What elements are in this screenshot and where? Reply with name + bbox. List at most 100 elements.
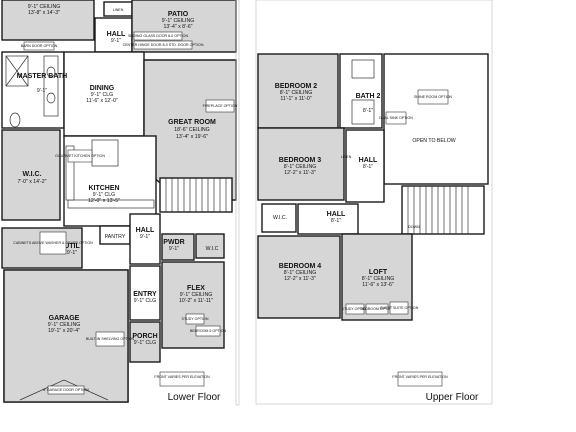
room-wic-upper bbox=[261, 203, 297, 233]
room-label-line1: 9'-1" CEILING bbox=[180, 292, 213, 298]
room-hall-upper-mid bbox=[345, 129, 385, 203]
room-name: W.I.C. bbox=[22, 171, 41, 178]
option-tag: SHINE ROOM OPTION bbox=[414, 95, 452, 99]
room-label-line2: 13'-4" x 19'-6" bbox=[176, 134, 208, 140]
option-tag: STUDY OPTION bbox=[342, 307, 369, 311]
option-tag: BEDROOM OPTION bbox=[360, 307, 394, 311]
room-hall-lower bbox=[129, 213, 161, 265]
room-name: ENTRY bbox=[133, 291, 157, 298]
room-label-line1: 9'-1" CEILING bbox=[162, 18, 195, 24]
room-label-line1: 9'-1" CLG bbox=[134, 340, 156, 346]
front-note: FRONT VARIES PER ELEVATION bbox=[392, 375, 448, 379]
room-dining bbox=[63, 51, 145, 137]
room-label-line1: 9'-1" CLG bbox=[91, 92, 113, 98]
toilet-fixture bbox=[9, 112, 21, 128]
room-name: HALL bbox=[136, 227, 155, 234]
room-bedroom-4 bbox=[257, 235, 341, 319]
option-tag: BARN DOOR OPTION bbox=[21, 44, 58, 48]
option-tag: STUDY OPTION bbox=[182, 317, 209, 321]
room-label-line2: 12'-0" x 13'-5" bbox=[88, 198, 120, 204]
room-name: GREAT ROOM bbox=[168, 119, 216, 126]
room-label-line1: 9'-1" bbox=[140, 234, 150, 240]
room-name: FLEX bbox=[187, 285, 205, 292]
room-label-line1: 7'-0" x 14'-2" bbox=[17, 179, 46, 185]
room-name: DINING bbox=[90, 85, 115, 92]
room-owner-bedroom bbox=[1, 0, 95, 41]
stairs-lower bbox=[159, 177, 233, 213]
room-name: PATIO bbox=[168, 11, 189, 18]
room-label-line1: 9'-1" CEILING bbox=[28, 4, 61, 10]
option-tag: LINEN bbox=[113, 8, 124, 12]
option-tag: FIREPLACE OPTION bbox=[203, 104, 238, 108]
lower-option-tags: LINEN BARN DOOR OPTION SLIDING GLASS DOO… bbox=[13, 8, 238, 395]
room-label-line2: 11'-1" x 11'-0" bbox=[280, 96, 311, 102]
room-label-line1: 9'-1" bbox=[169, 246, 179, 252]
room-name: KITCHEN bbox=[88, 185, 119, 192]
room-label-line1: 9'-1" bbox=[67, 250, 77, 256]
room-label-line1: 9'-1" CEILING bbox=[48, 322, 81, 328]
room-name: HALL bbox=[359, 157, 378, 164]
room-label-line2: 10'-2" x 11'-11" bbox=[179, 298, 213, 304]
room-bedroom-2 bbox=[257, 53, 339, 129]
room-label-line1: 9'-1" CLG bbox=[134, 298, 156, 304]
option-tag: CABINETS ABOVE WASHER & DRYER OPTION bbox=[13, 241, 93, 245]
room-wic-lower bbox=[1, 129, 61, 221]
room-entry bbox=[129, 265, 161, 321]
room-hall-upper-low bbox=[297, 203, 359, 235]
stairs-upper bbox=[401, 185, 485, 235]
room-label-line1: 18'-6" CEILING bbox=[174, 127, 209, 133]
room-name: PWDR bbox=[163, 239, 184, 246]
room-name: OPEN TO BELOW bbox=[412, 138, 455, 144]
room-label-line2: 13'-4" x 8'-6" bbox=[163, 24, 192, 30]
room-label-line1: 8'-1" bbox=[331, 218, 341, 224]
room-label-line1: 8'-1" CEILING bbox=[284, 270, 317, 276]
room-name: HALL bbox=[107, 31, 126, 38]
option-tag: DUAL SINK OPTION bbox=[379, 116, 413, 120]
lower-floor: 9'-1" CEILING 13'-8" x 14'-3" PATIO 9'-1… bbox=[1, 0, 240, 406]
room-name: GARAGE bbox=[49, 315, 80, 322]
stair-down-label: DOWN bbox=[408, 225, 420, 229]
room-label-line2: 12'-2" x 11'-3" bbox=[284, 276, 316, 282]
room-label-line2: 11'-6" x 13'-6" bbox=[362, 282, 394, 288]
room-label-line1: 8'-1" CEILING bbox=[284, 164, 317, 170]
option-tag: SLIDING GLASS DOOR 8-0 OPTION bbox=[128, 34, 189, 38]
option-tag: BEDROOM 5 OPTION bbox=[190, 329, 227, 333]
room-name: PORCH bbox=[132, 333, 157, 340]
room-label-line2: 19'-1" x 20'-4" bbox=[48, 328, 80, 334]
room-label-line2: 12'-2" x 11'-3" bbox=[284, 170, 316, 176]
option-tag: LINEN bbox=[341, 155, 352, 159]
upper-floor-title: Upper Floor bbox=[426, 392, 479, 403]
lower-room-labels: 9'-1" CEILING 13'-8" x 14'-3" PATIO 9'-1… bbox=[17, 4, 219, 346]
room-label-line2: 11'-6" x 12'-0" bbox=[86, 98, 118, 104]
option-tag: BUILT-IN SHELVING OPTION bbox=[86, 337, 135, 341]
upper-floor: BEDROOM 2 8'-1" CEILING 11'-1" x 11'-0" … bbox=[255, 0, 493, 405]
room-pwdr bbox=[161, 233, 195, 261]
room-label-line1: 9'-1" bbox=[37, 88, 47, 94]
upper-room-labels: BEDROOM 2 8'-1" CEILING 11'-1" x 11'-0" … bbox=[273, 83, 456, 288]
room-label-line1: 8'-1" CEILING bbox=[362, 276, 395, 282]
lower-floor-title: Lower Floor bbox=[168, 392, 221, 403]
room-name: UTIL bbox=[64, 243, 80, 250]
kitchen-island bbox=[91, 139, 119, 167]
option-tag: CENTER HINGE DOOR 8-0 STD. DOOR OPTION bbox=[123, 43, 204, 47]
room-label-line1: 8'-1" bbox=[363, 108, 373, 114]
room-name: PANTRY bbox=[105, 234, 126, 240]
room-porch bbox=[129, 321, 161, 363]
room-name: MASTER BATH bbox=[17, 73, 67, 80]
room-name: BATH 2 bbox=[356, 93, 381, 100]
room-bedroom-3 bbox=[257, 127, 345, 201]
room-name: BEDROOM 4 bbox=[279, 263, 322, 270]
option-tag: GUEST SUITE OPTION bbox=[380, 306, 419, 310]
room-name: HALL bbox=[327, 211, 346, 218]
room-wic-flex bbox=[195, 233, 225, 259]
room-label-line1: 8'-1" CEILING bbox=[280, 90, 313, 96]
room-name: BEDROOM 3 bbox=[279, 157, 322, 164]
upper-option-tags: SHINE ROOM OPTION DUAL SINK OPTION STUDY… bbox=[341, 89, 452, 315]
room-name: W.I.C. bbox=[273, 215, 287, 221]
front-note: FRONT VARIES PER ELEVATION bbox=[154, 375, 210, 379]
room-label-line1: 9'-1" CLG bbox=[93, 192, 115, 198]
room-label-line1: 9'-1" bbox=[111, 38, 121, 44]
option-tag: GOURMET KITCHEN OPTION bbox=[55, 154, 105, 158]
room-label-line2: 13'-8" x 14'-3" bbox=[28, 10, 60, 16]
